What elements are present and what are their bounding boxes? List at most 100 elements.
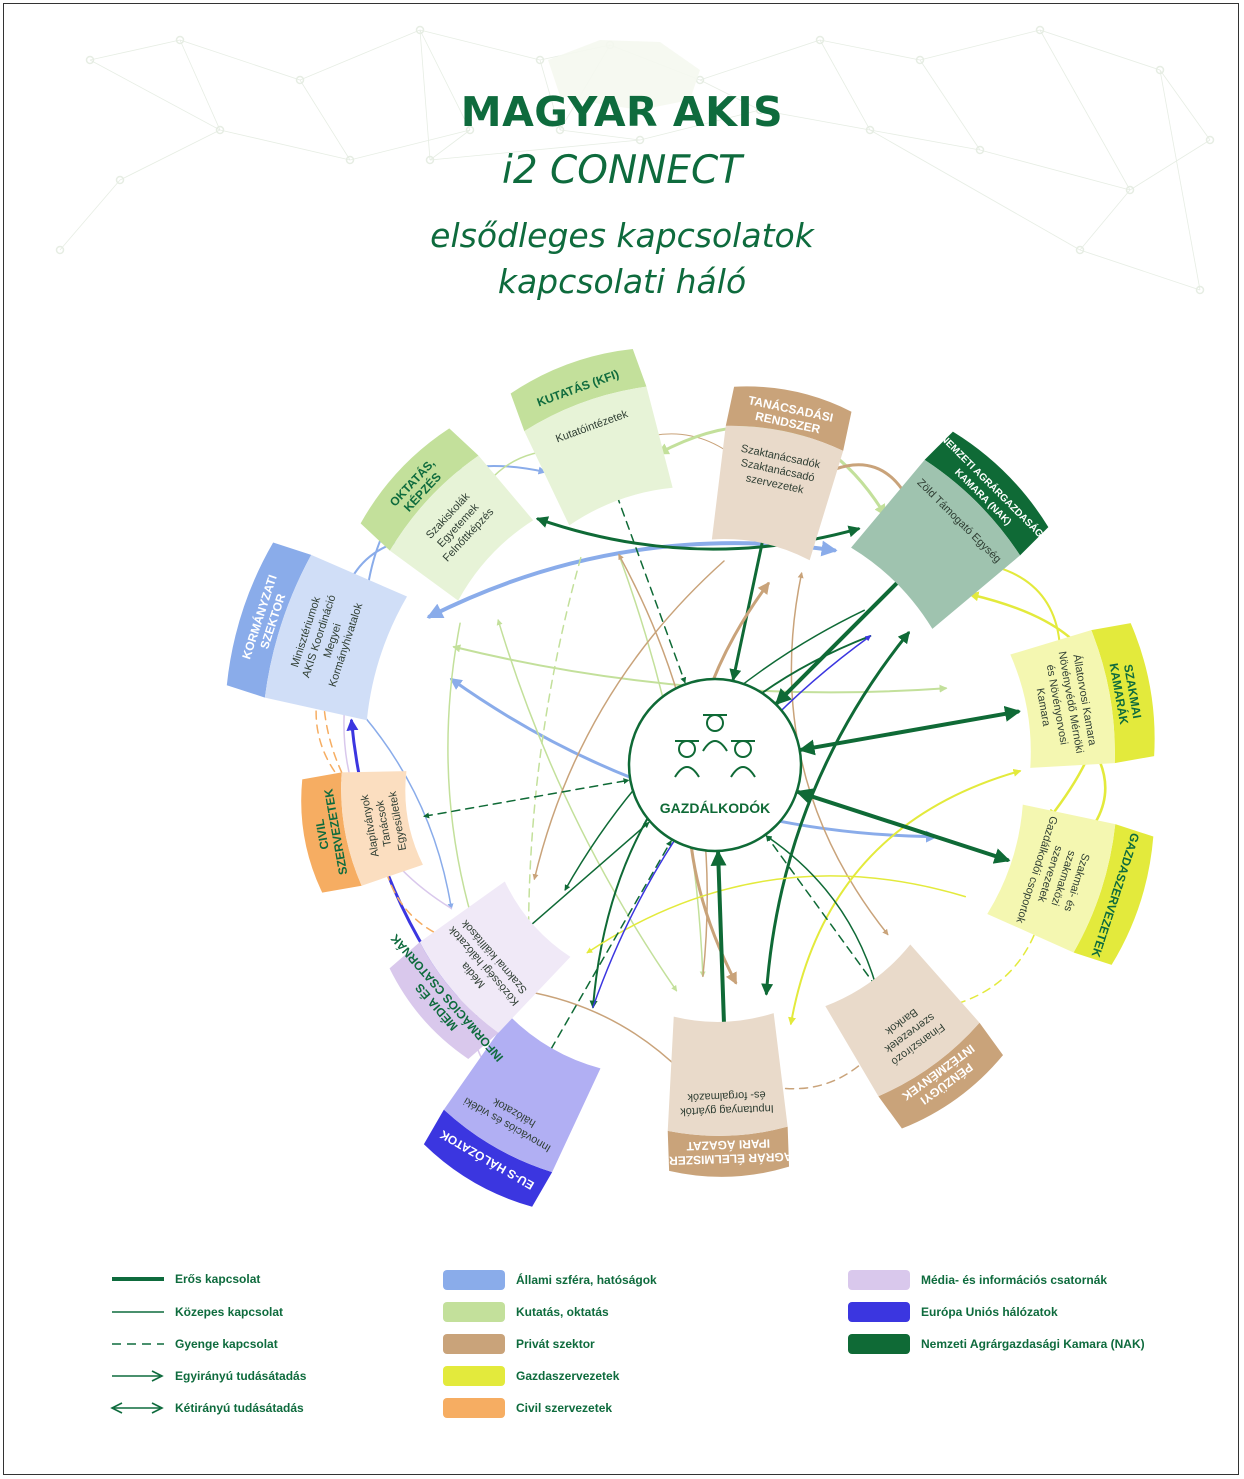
connection-kut-center <box>616 494 687 684</box>
background-node <box>345 155 355 165</box>
background-edge <box>419 29 431 161</box>
background-edge <box>869 129 1081 251</box>
node-body <box>264 554 408 721</box>
background-node <box>55 245 65 255</box>
node-body <box>667 1013 788 1136</box>
node-body <box>851 459 1021 629</box>
legend-swatch-private <box>443 1334 505 1354</box>
legend-label-oneway: Egyirányú tudásátadás <box>175 1369 307 1383</box>
node-body <box>524 386 673 526</box>
legend-swatch-civil <box>443 1398 505 1418</box>
legend-swatch-media <box>848 1270 910 1290</box>
background-edge <box>429 129 471 161</box>
farmers-icon <box>674 714 756 778</box>
connection-penz-center <box>765 835 878 988</box>
background-edge <box>179 39 301 81</box>
connection-gazd-media <box>586 875 967 954</box>
node-title-band <box>878 1022 1004 1129</box>
node-title-band <box>301 772 362 893</box>
background-node <box>1075 245 1085 255</box>
background-node <box>215 125 225 135</box>
connection-agrar-center <box>710 849 732 1039</box>
background-node <box>1125 185 1135 195</box>
background-edge <box>559 129 641 141</box>
node-title-band <box>423 1109 553 1207</box>
background-node <box>755 105 765 115</box>
node-title-band <box>924 431 1049 556</box>
background-edge <box>699 39 821 81</box>
connection-eu-center <box>550 840 672 1050</box>
connection-gazd-center <box>795 788 1011 864</box>
background-edge <box>539 44 611 61</box>
node-kut[interactable]: KUTATÁS (KFI)Kutatóintézetek <box>508 342 682 529</box>
background-node <box>85 55 95 65</box>
node-title-band <box>667 1126 790 1177</box>
title-prefix: MAGYAR <box>460 88 659 136</box>
node-body <box>341 771 423 886</box>
node-text: Inputanyag gyártók <box>680 1102 774 1117</box>
background-node <box>1035 25 1045 35</box>
node-title-band <box>510 349 647 432</box>
legend-label-research: Kutatás, oktatás <box>516 1305 609 1319</box>
background-node <box>1195 285 1205 295</box>
hungary-map-silhouette <box>548 40 700 110</box>
node-title-band <box>1091 623 1155 764</box>
background-node <box>465 125 475 135</box>
background-edge <box>539 59 561 131</box>
page-frame <box>3 3 1239 1475</box>
background-edge <box>349 129 471 161</box>
background-node <box>1155 65 1165 75</box>
background-node <box>695 75 705 85</box>
background-node <box>415 25 425 35</box>
subtitle-line-1: elsődleges kapcsolatok <box>430 216 814 255</box>
node-title-band <box>226 542 312 698</box>
background-edge <box>559 44 611 131</box>
connection-nak-center <box>774 571 909 706</box>
background-node <box>1205 135 1215 145</box>
background-edge <box>759 109 871 131</box>
legend-swatch-state <box>443 1270 505 1290</box>
background-edge <box>819 39 921 61</box>
legend-label-strong: Erős kapcsolat <box>175 1272 261 1286</box>
background-node <box>535 55 545 65</box>
node-body <box>389 455 534 601</box>
node-title-band <box>389 942 499 1059</box>
connection-media-center <box>522 821 650 933</box>
node-agrar[interactable]: AGRÁR ÉLELMISZER-IPARI ÁGAZATInputanyag … <box>660 1013 793 1179</box>
legend-label-weak: Gyenge kapcsolat <box>175 1337 278 1351</box>
title-bold: AKIS <box>672 88 784 136</box>
background-edge <box>1129 139 1211 191</box>
node-tan[interactable]: TANÁCSADÁSIRENDSZERSzaktanácsadókSzaktan… <box>702 379 853 562</box>
legend-label-civil: Civil szervezetek <box>516 1401 613 1415</box>
center-farmers[interactable]: GAZDÁLKODÓK <box>627 677 803 853</box>
background-edge <box>609 44 701 81</box>
connection-penz-center <box>765 835 878 988</box>
node-body <box>1010 630 1115 768</box>
node-okt[interactable]: OKTATÁS,KÉPZÉSSzakiskolákEgyetemekFelnőt… <box>355 423 540 608</box>
node-penz[interactable]: PÉNZÜGYIINTÉZMÉNYEKFinanszírozószervezet… <box>817 939 1007 1135</box>
node-title-band <box>1073 824 1154 965</box>
background-edge <box>1039 29 1131 191</box>
node-title: AGRÁR ÉLELMISZER- <box>665 1150 793 1169</box>
connection-szak-center <box>798 705 1021 756</box>
legend-swatch-nak <box>848 1334 910 1354</box>
background-node <box>815 35 825 45</box>
background-edge <box>419 29 471 131</box>
node-body <box>711 425 844 561</box>
background-edge <box>89 59 221 131</box>
background-edge <box>1159 69 1211 141</box>
background-edge <box>419 29 541 61</box>
background-node <box>555 125 565 135</box>
connection-civil-center <box>423 778 630 819</box>
background-node <box>915 55 925 65</box>
background-edge <box>979 149 1131 191</box>
legend-label-eu: Európa Uniós hálózatok <box>921 1305 1058 1319</box>
node-text: és- forgalmazók <box>687 1088 766 1103</box>
